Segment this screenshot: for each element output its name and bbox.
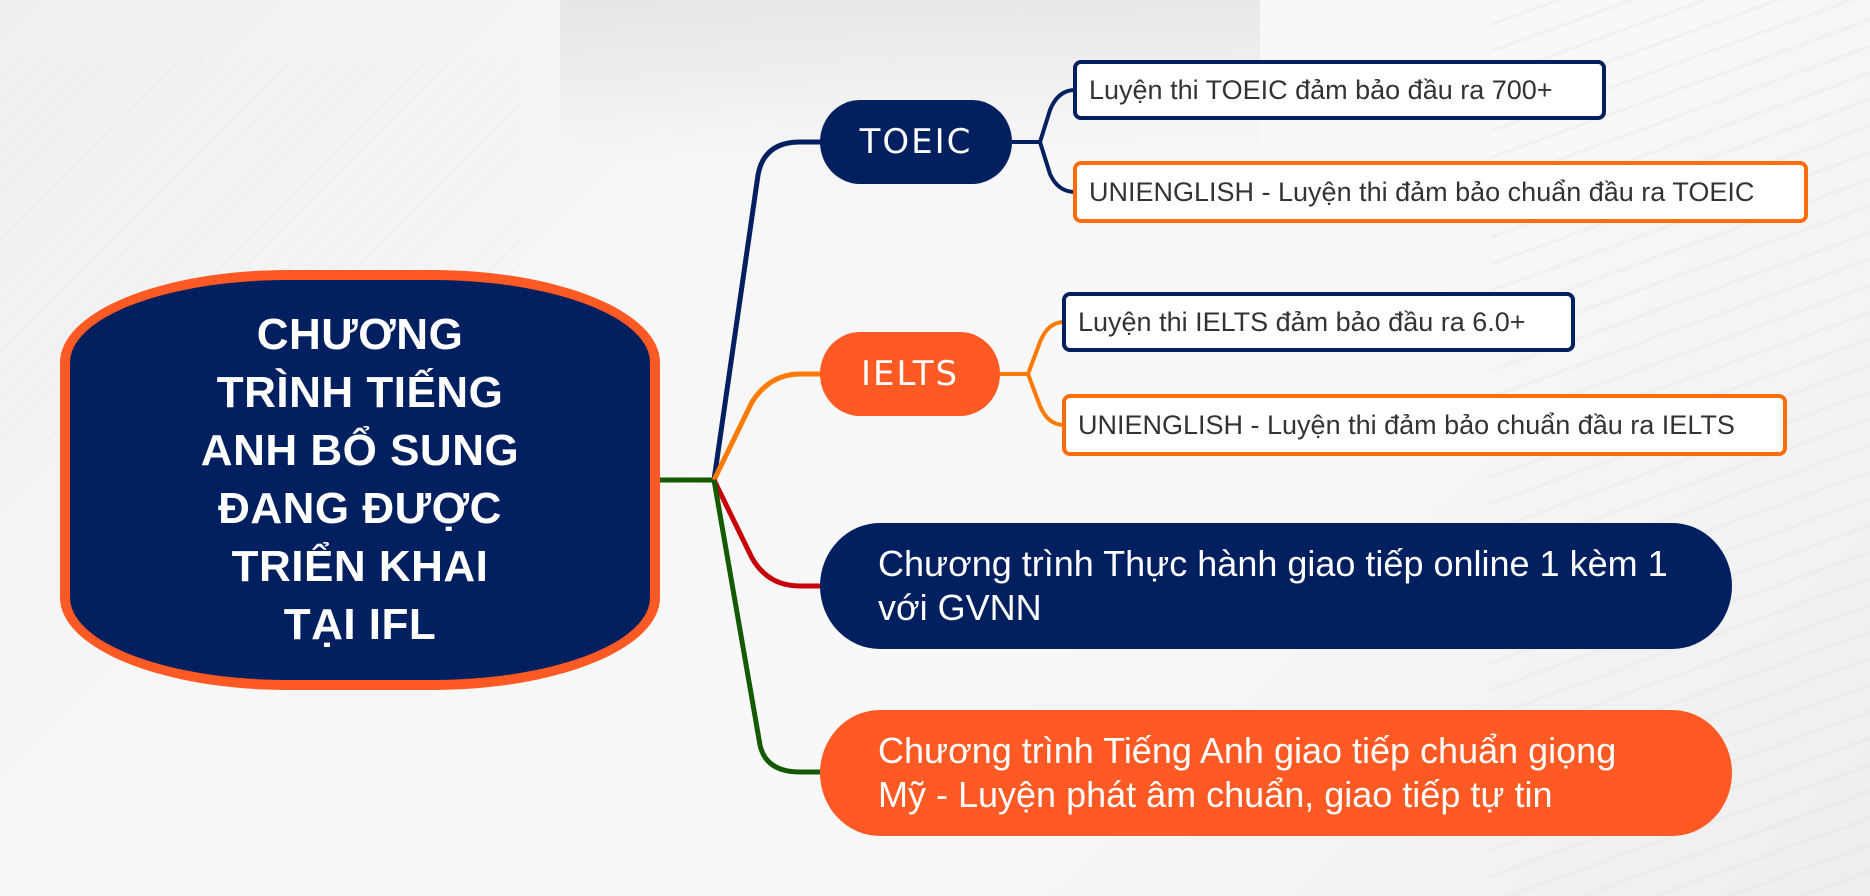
branch-toeic[interactable]: TOEIC — [820, 100, 1012, 184]
leaf-unienglish-toeic[interactable]: UNIENGLISH - Luyện thi đảm bảo chuẩn đầu… — [1073, 161, 1808, 223]
branch-ielts-label: IELTS — [860, 354, 960, 394]
branch-us-accent[interactable]: Chương trình Tiếng Anh giao tiếp chuẩn g… — [820, 710, 1732, 836]
connector-ielts — [711, 371, 822, 482]
connector-toeic — [711, 139, 822, 481]
branch-ielts[interactable]: IELTS — [820, 332, 1000, 416]
branch-toeic-label: TOEIC — [859, 122, 973, 162]
leaf-toeic-700[interactable]: Luyện thi TOEIC đảm bảo đầu ra 700+ — [1073, 60, 1606, 120]
branch-online-1on1[interactable]: Chương trình Thực hành giao tiếp online … — [820, 523, 1732, 649]
leaf-label: Luyện thi TOEIC đảm bảo đầu ra 700+ — [1089, 74, 1553, 105]
connector-ielts-leaf-2 — [1026, 373, 1065, 427]
connector-toeic-leaf-1 — [1038, 88, 1076, 143]
leaf-label: UNIENGLISH - Luyện thi đảm bảo chuẩn đầu… — [1089, 176, 1755, 207]
connector-online — [711, 478, 822, 589]
branch-online-1on1-label: Chương trình Thực hành giao tiếp online … — [878, 543, 1668, 628]
connector-us-accent — [711, 479, 822, 775]
central-node[interactable]: CHƯƠNG TRÌNH TIẾNG ANH BỔ SUNG ĐANG ĐƯỢC… — [60, 270, 660, 690]
leaf-ielts-6[interactable]: Luyện thi IELTS đảm bảo đầu ra 6.0+ — [1062, 292, 1575, 352]
central-node-title: CHƯƠNG TRÌNH TIẾNG ANH BỔ SUNG ĐANG ĐƯỢC… — [200, 310, 520, 649]
connector-toeic-leaf-2 — [1038, 141, 1076, 194]
connector-ielts-leaf-1 — [1026, 320, 1065, 375]
leaf-label: UNIENGLISH - Luyện thi đảm bảo chuẩn đầu… — [1078, 409, 1735, 440]
leaf-unienglish-ielts[interactable]: UNIENGLISH - Luyện thi đảm bảo chuẩn đầu… — [1062, 394, 1787, 456]
leaf-label: Luyện thi IELTS đảm bảo đầu ra 6.0+ — [1078, 306, 1526, 337]
branch-us-accent-label: Chương trình Tiếng Anh giao tiếp chuẩn g… — [878, 730, 1617, 815]
